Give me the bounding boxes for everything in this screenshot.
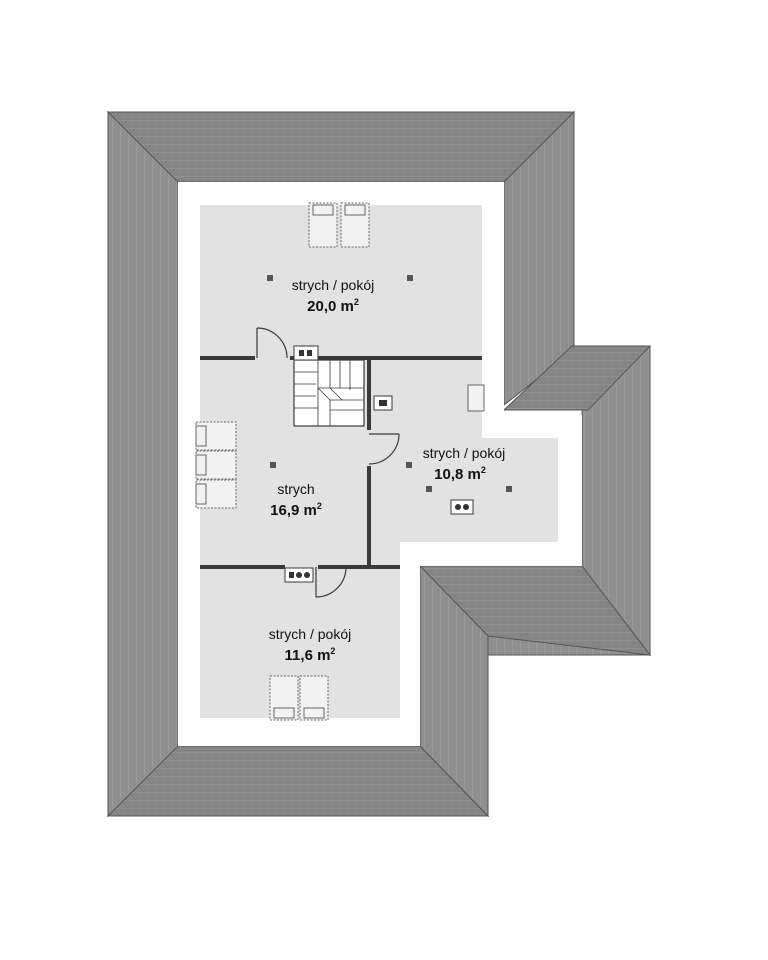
roof-north-slope [106,111,576,183]
roof-west-slope [107,110,179,818]
walls [200,356,482,569]
room-south-area: 11,6 m2 [285,646,336,664]
column-markers [267,275,512,492]
room-east-label: strych / pokój 10,8 m2 [423,445,505,483]
chimney-vent-east [373,395,393,411]
room-east-name: strych / pokój [423,445,505,461]
door-north-swing [256,327,288,359]
room-south-label: strych / pokój 11,6 m2 [269,626,351,664]
room-hall-label: strych 16,9 m2 [270,481,322,519]
roof-windows [195,202,485,721]
doors [256,327,400,598]
room-hall-name: strych [277,481,314,497]
door-south-swing [315,566,347,598]
room-north-area: 20,0 m2 [307,297,359,315]
room-south-name: strych / pokój [269,626,351,642]
chimney-vent-south [284,567,314,583]
room-north-name: strych / pokój [292,277,374,293]
room-hall-area: 16,9 m2 [270,501,322,519]
staircase [293,359,365,427]
room-east-area: 10,8 m2 [434,465,486,483]
chimney-vent-east-lower [450,499,474,515]
floor-room-east [368,357,558,566]
door-east-swing [368,433,400,465]
chimney-vent-north [293,345,319,361]
chimneys [284,345,474,583]
room-north-label: strych / pokój 20,0 m2 [292,277,374,315]
roof-east-wing-ridge [502,345,652,411]
